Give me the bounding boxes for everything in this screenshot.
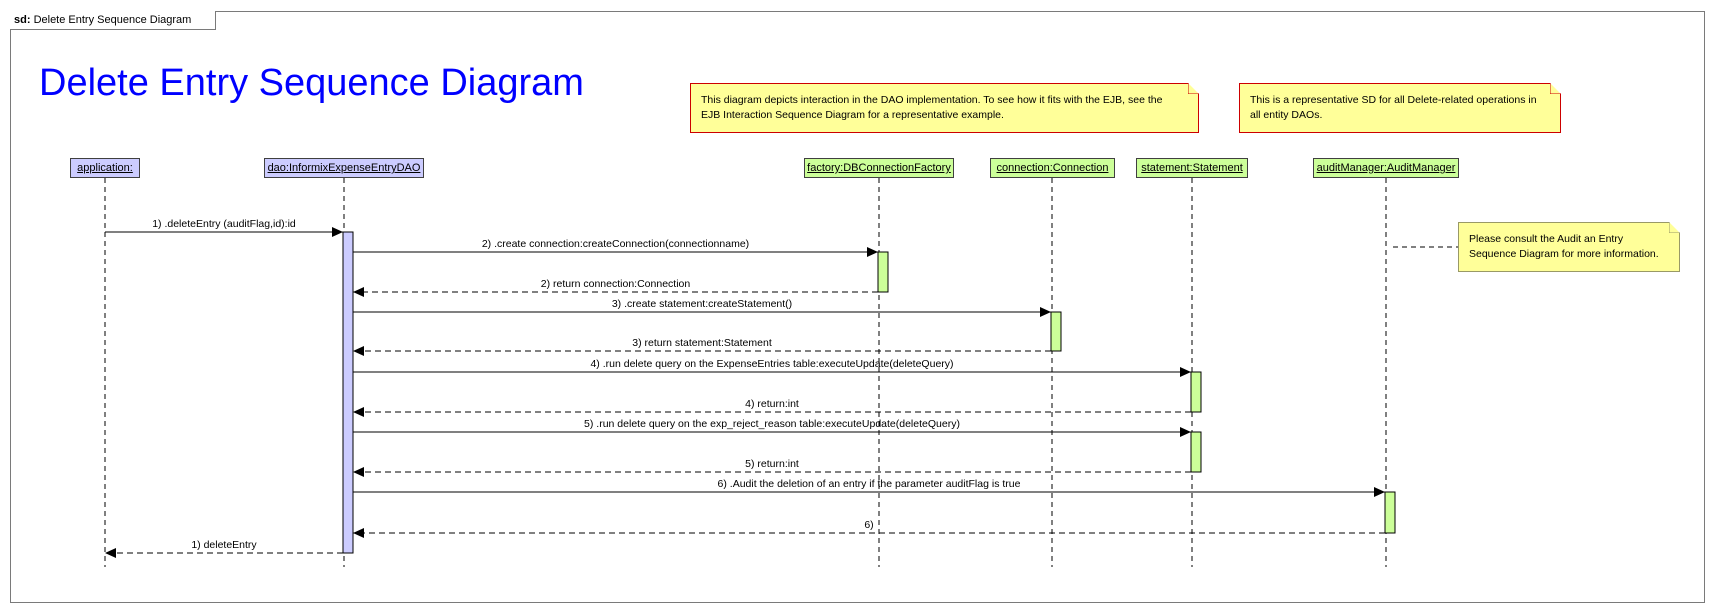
- diagram-frame: [10, 11, 1705, 603]
- activation-bar: [342, 231, 354, 554]
- note-line: Sequence Diagram for more information.: [1469, 248, 1659, 260]
- note-line: all entity DAOs.: [1250, 109, 1323, 121]
- message-label: 4) .run delete query on the ExpenseEntri…: [590, 358, 953, 370]
- lifeline-head-statement[interactable]: statement:Statement: [1136, 158, 1248, 178]
- arrowhead-icon: [1374, 487, 1385, 497]
- note-line: This is a representative SD for all Dele…: [1250, 94, 1537, 106]
- activation-bar: [1190, 431, 1202, 473]
- arrowhead-icon: [1040, 307, 1051, 317]
- frame-tab: sd: Delete Entry Sequence Diagram: [10, 11, 217, 30]
- arrowhead-icon: [353, 407, 364, 417]
- arrowhead-icon: [1180, 427, 1191, 437]
- lifeline-head-audit-manager[interactable]: auditManager:AuditManager: [1313, 158, 1459, 178]
- arrowhead-icon: [353, 346, 364, 356]
- message-label: 5) return:int: [745, 458, 799, 470]
- note-line: This diagram depicts interaction in the …: [701, 94, 1163, 106]
- message-label: 6) .Audit the deletion of an entry if th…: [718, 478, 1021, 490]
- activation-bar: [877, 251, 889, 293]
- note-representative-sd: This is a representative SD for all Dele…: [1239, 83, 1561, 133]
- note-fold-icon: [1550, 83, 1561, 94]
- message-label: 3) return statement:Statement: [632, 337, 772, 349]
- lifeline-head-factory[interactable]: factory:DBConnectionFactory: [804, 158, 954, 178]
- lifeline-head-connection[interactable]: connection:Connection: [990, 158, 1115, 178]
- note-audit-reference: Please consult the Audit an Entry Sequen…: [1458, 222, 1680, 272]
- message-label: 3) .create statement:createStatement(): [612, 298, 792, 310]
- lifeline-head-dao[interactable]: dao:InformixExpenseEntryDAO: [264, 158, 424, 178]
- note-line: Please consult the Audit an Entry: [1469, 233, 1624, 245]
- activation-bar: [1050, 311, 1062, 352]
- arrowhead-icon: [353, 528, 364, 538]
- message-label: 1) .deleteEntry (auditFlag,id):id: [152, 218, 296, 230]
- message-label: 6): [864, 519, 873, 531]
- activation-bar: [1190, 371, 1202, 413]
- message-label: 1) deleteEntry: [191, 539, 257, 551]
- message-label: 5) .run delete query on the exp_reject_r…: [584, 418, 960, 430]
- activation-bar: [1384, 491, 1396, 534]
- frame-tab-name: Delete Entry Sequence Diagram: [33, 14, 192, 26]
- arrowhead-icon: [353, 467, 364, 477]
- lifeline-head-application[interactable]: application:: [70, 158, 140, 178]
- arrowhead-icon: [105, 548, 116, 558]
- arrowhead-icon: [1180, 367, 1191, 377]
- note-fold-icon: [1669, 222, 1680, 233]
- note-dao-implementation: This diagram depicts interaction in the …: [690, 83, 1199, 133]
- arrowhead-icon: [353, 287, 364, 297]
- message-label: 2) return connection:Connection: [541, 278, 691, 290]
- frame-tab-prefix: sd:: [14, 14, 31, 26]
- diagram-title: Delete Entry Sequence Diagram: [39, 62, 584, 104]
- message-label: 2) .create connection:createConnection(c…: [482, 238, 749, 250]
- note-fold-icon: [1188, 83, 1199, 94]
- message-label: 4) return:int: [745, 398, 799, 410]
- arrowhead-icon: [332, 227, 343, 237]
- note-line: EJB Interaction Sequence Diagram for a r…: [701, 109, 1004, 121]
- arrowhead-icon: [867, 247, 878, 257]
